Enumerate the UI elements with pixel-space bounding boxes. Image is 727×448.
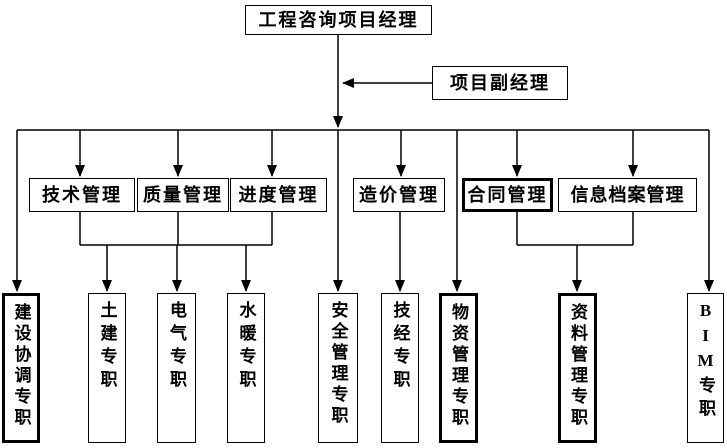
- specialist-label: 水暖专职: [236, 301, 256, 393]
- dept-box-info-archive: 信息档案管理: [558, 178, 697, 212]
- dept-box-cost: 造价管理: [353, 178, 445, 212]
- specialist-label: 电气专职: [167, 301, 186, 393]
- specialist-label: 土建专职: [97, 301, 117, 393]
- dept-label: 合同管理: [467, 185, 548, 205]
- dept-label: 信息档案管理: [570, 185, 685, 205]
- dept-label: 技术管理: [42, 185, 122, 205]
- root-box-project-manager: 工程咨询项目经理: [245, 5, 432, 35]
- specialist-label: 物资管理专职: [449, 303, 468, 429]
- specialist-box-bim: BIM专职: [687, 293, 724, 443]
- dept-box-schedule: 进度管理: [230, 178, 327, 212]
- specialist-label: 安全管理专职: [328, 301, 348, 427]
- dept-box-technical: 技术管理: [29, 178, 135, 212]
- specialist-box-technical-economic: 技经专职: [381, 293, 419, 443]
- specialist-box-construction-coordination: 建设协调专职: [2, 293, 40, 443]
- specialist-box-electrical: 电气专职: [157, 293, 196, 443]
- specialist-box-civil: 土建专职: [88, 293, 126, 443]
- specialist-box-plumbing-heating: 水暖专职: [227, 293, 265, 443]
- deputy-label: 项目副经理: [450, 73, 550, 93]
- dept-box-quality: 质量管理: [137, 178, 229, 212]
- specialist-label: 资料管理专职: [568, 303, 587, 429]
- specialist-label: 建设协调专职: [11, 303, 31, 429]
- dept-box-contract: 合同管理: [462, 178, 553, 212]
- specialist-box-materials: 物资管理专职: [439, 293, 478, 443]
- specialist-box-safety: 安全管理专职: [318, 293, 358, 443]
- root-label: 工程咨询项目经理: [258, 10, 419, 30]
- dept-label: 造价管理: [359, 185, 439, 205]
- dept-label: 质量管理: [143, 185, 223, 205]
- dept-label: 进度管理: [238, 185, 319, 205]
- specialist-label: BIM专职: [696, 301, 715, 422]
- deputy-manager-box: 项目副经理: [432, 66, 568, 100]
- specialist-label: 技经专职: [390, 301, 410, 393]
- specialist-box-documentation: 资料管理专职: [558, 293, 597, 443]
